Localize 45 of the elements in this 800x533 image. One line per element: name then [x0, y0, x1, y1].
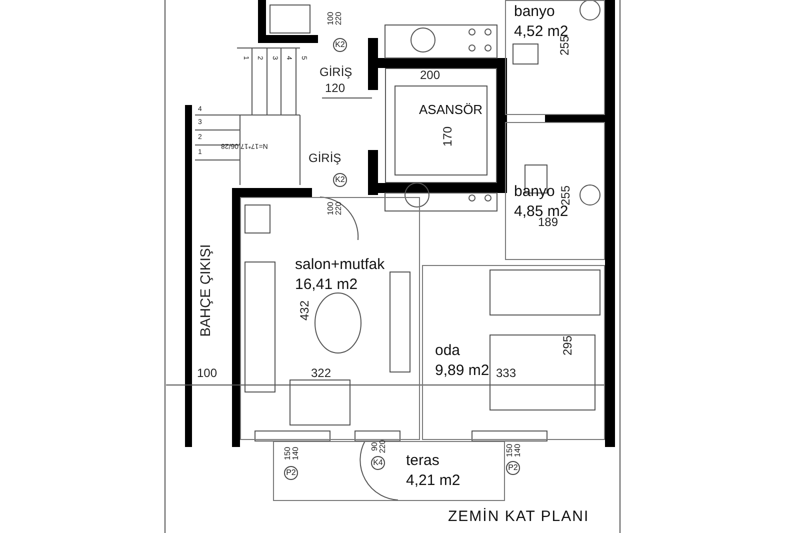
room-outline	[422, 265, 605, 440]
dimension-text: 220	[378, 439, 387, 453]
room-name: salon+mutfak	[295, 256, 385, 273]
room-name: ASANSÖR	[419, 101, 483, 118]
plan-title: ZEMİN KAT PLANI	[448, 508, 590, 525]
room-name: oda	[435, 342, 460, 359]
bathroom-outline	[505, 122, 605, 260]
room-area: 9,89 m2	[435, 362, 490, 379]
elevator-outline	[385, 68, 497, 183]
bathroom-outline	[505, 0, 605, 115]
room-name: banyo	[514, 3, 555, 20]
door-tag: P2	[506, 461, 520, 475]
dimension-text: 322	[311, 366, 332, 380]
exit-label: BAHÇE ÇIKIŞI	[197, 244, 212, 336]
dimension-text: 255	[558, 34, 572, 56]
dimension-text: 140	[290, 446, 300, 460]
room-name: teras	[406, 452, 440, 469]
room-area: 4,21 m2	[406, 472, 460, 489]
entrance-label: GİRİŞ	[308, 152, 342, 164]
dimension-text: 255	[560, 184, 573, 206]
dimension-text: 100	[197, 366, 218, 380]
dimension-text: 150	[504, 443, 514, 457]
door-tag: K4	[371, 456, 385, 470]
dimension-text: 220	[334, 201, 343, 215]
room-outline	[240, 197, 420, 440]
dimension-text: 140	[512, 443, 522, 457]
entrance-label: GİRİŞ	[320, 66, 352, 78]
room-area: 16,41 m2	[295, 276, 358, 293]
dimension-text: 100	[326, 11, 335, 25]
dimension-text: 432	[298, 300, 312, 320]
dimension-text: 200	[420, 68, 440, 82]
dimension-text: 295	[562, 334, 575, 356]
door-tag: P2	[284, 466, 298, 480]
dimension-text: 220	[334, 11, 343, 25]
dimension-text: 333	[496, 366, 516, 380]
dimension-text: 150	[282, 446, 292, 460]
dimension-text: 120	[325, 82, 346, 94]
door-tag: K2	[333, 38, 347, 52]
door-tag: K2	[333, 173, 347, 187]
dimension-text: 170	[442, 126, 455, 146]
dimension-text: 90	[369, 442, 378, 450]
dimension-text: 189	[538, 216, 558, 228]
room-name: banyo	[514, 183, 555, 200]
dimension-text: 100	[326, 201, 335, 215]
terrace-outline	[273, 441, 505, 501]
